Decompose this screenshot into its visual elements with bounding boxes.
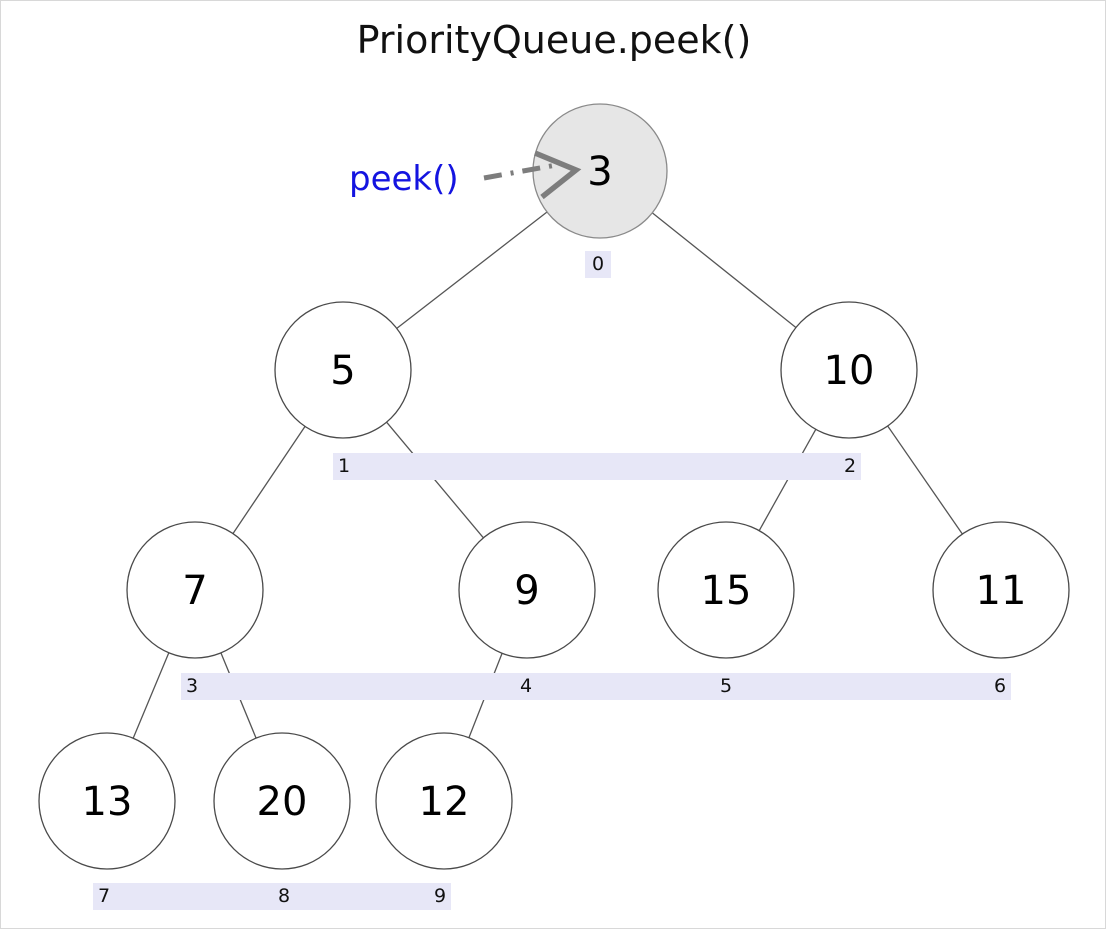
peek-callout-label: peek(): [349, 159, 459, 199]
node-value-9: 12: [419, 779, 470, 825]
node-circle-9[interactable]: [375, 732, 513, 870]
tree-node-0[interactable]: 3: [532, 103, 668, 239]
index-label-7: 7: [93, 883, 115, 910]
index-label-0: 0: [585, 251, 611, 278]
node-value-7: 13: [82, 779, 133, 825]
tree-node-3[interactable]: 7: [126, 521, 264, 659]
node-value-1: 5: [330, 348, 355, 394]
tree-node-8[interactable]: 20: [213, 732, 351, 870]
index-label-8: 8: [273, 883, 295, 910]
node-value-2: 10: [824, 348, 875, 394]
tree-node-9[interactable]: 12: [375, 732, 513, 870]
tree-edge-0-2: [651, 212, 797, 329]
callout-arrow-line: [483, 161, 563, 181]
tree-node-4[interactable]: 9: [458, 521, 596, 659]
index-label-5: 5: [715, 673, 737, 700]
index-label-1: 1: [333, 453, 355, 480]
tree-node-1[interactable]: 5: [274, 301, 412, 439]
node-value-6: 11: [976, 568, 1027, 614]
index-label-4: 4: [515, 673, 537, 700]
tree-edge-1-4: [386, 421, 484, 539]
node-value-0: 3: [587, 149, 612, 195]
node-circle-1[interactable]: [274, 301, 412, 439]
node-circle-4[interactable]: [458, 521, 596, 659]
tree-edge-2-5: [758, 429, 817, 531]
callout-arrow-head: [533, 150, 582, 200]
index-band-row-1: [333, 453, 861, 480]
node-circle-8[interactable]: [213, 732, 351, 870]
tree-node-2[interactable]: 10: [780, 301, 918, 439]
index-label-3: 3: [181, 673, 203, 700]
node-circle-5[interactable]: [657, 521, 795, 659]
page-title: PriorityQueue.peek(): [356, 18, 752, 62]
node-value-8: 20: [257, 779, 308, 825]
node-circle-6[interactable]: [932, 521, 1070, 659]
node-circle-2[interactable]: [780, 301, 918, 439]
index-label-2: 2: [839, 453, 861, 480]
node-circle-3[interactable]: [126, 521, 264, 659]
index-label-9: 9: [429, 883, 451, 910]
index-band-row-2: [181, 673, 1011, 700]
tree-node-7[interactable]: 13: [38, 732, 176, 870]
tree-node-6[interactable]: 11: [932, 521, 1070, 659]
tree-node-5[interactable]: 15: [657, 521, 795, 659]
tree-edge-0-1: [396, 211, 548, 329]
node-value-3: 7: [182, 568, 207, 614]
index-band-row-3: [93, 883, 451, 910]
node-circle-7[interactable]: [38, 732, 176, 870]
tree-edge-3-7: [132, 652, 170, 739]
tree-edge-1-3: [232, 426, 306, 534]
index-label-6: 6: [989, 673, 1011, 700]
tree-edge-2-6: [887, 425, 963, 535]
node-value-5: 15: [701, 568, 752, 614]
node-value-4: 9: [514, 568, 539, 614]
